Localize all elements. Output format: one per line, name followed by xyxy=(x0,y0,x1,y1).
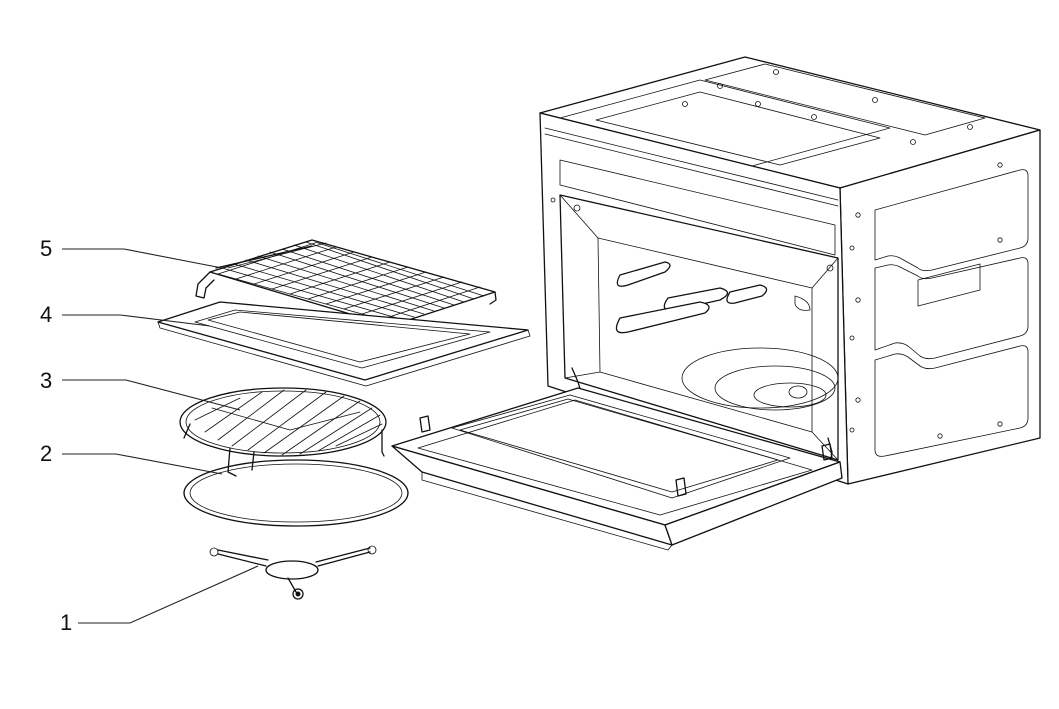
callout-number: 5 xyxy=(40,236,52,261)
baking-tray xyxy=(157,301,531,387)
round-grill-rack xyxy=(179,387,387,477)
callout-4: 4 xyxy=(40,302,211,327)
callout-number: 4 xyxy=(40,302,52,327)
callout-number: 1 xyxy=(60,610,72,635)
built-in-oven xyxy=(539,56,1041,485)
oven-door-open xyxy=(391,387,843,551)
turntable-ring xyxy=(183,459,409,527)
callout-5: 5 xyxy=(40,236,223,269)
callout-2: 2 xyxy=(40,441,223,475)
roller-support xyxy=(209,545,377,600)
callout-3: 3 xyxy=(40,368,241,411)
callout-1: 1 xyxy=(60,565,259,635)
callout-number: 2 xyxy=(40,441,52,466)
callout-number: 3 xyxy=(40,368,52,393)
